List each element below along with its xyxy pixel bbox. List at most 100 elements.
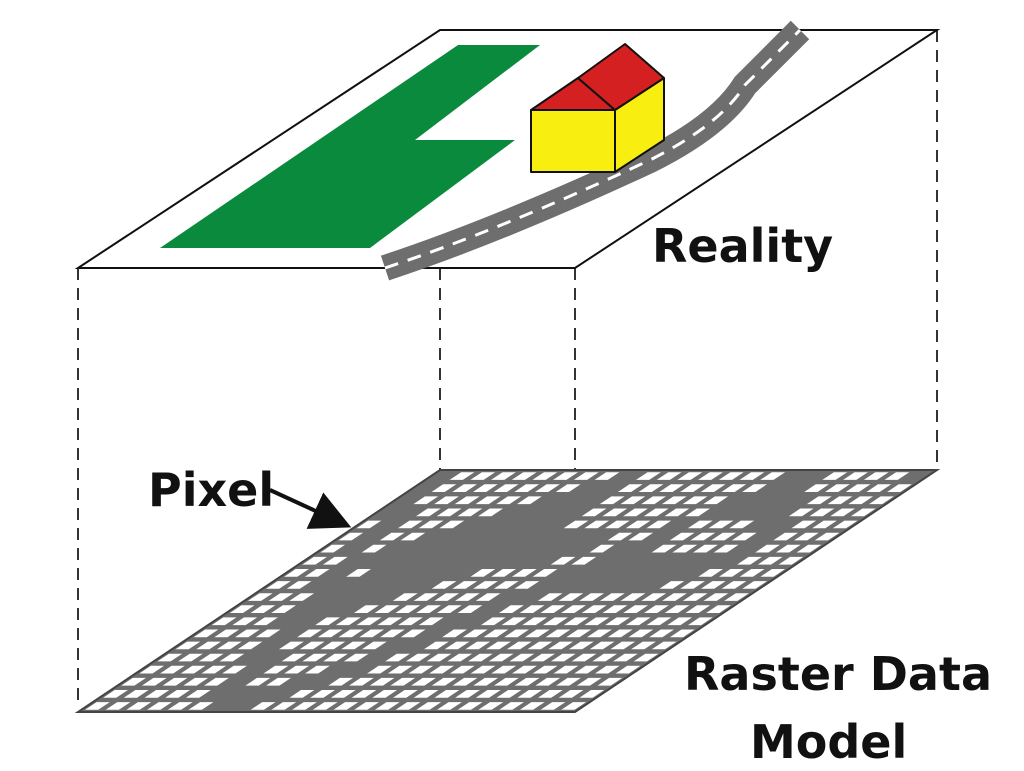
raster-pixel-cell (434, 496, 459, 505)
raster-pixel-cell (594, 472, 620, 480)
raster-pixel-cell (493, 581, 519, 589)
raster-pixel-cell (183, 677, 209, 686)
raster-pixel-cell (584, 520, 610, 529)
raster-pixel-cell (669, 532, 695, 541)
raster-pixel-cell (361, 641, 387, 650)
road-shape (380, 20, 810, 281)
raster-pixel-cell (214, 629, 240, 638)
raster-pixel-cell (519, 605, 545, 613)
raster-pixel-cell (661, 496, 687, 505)
raster-pixel-cell (651, 544, 677, 553)
raster-pixel-cell (796, 544, 822, 553)
raster-pixel-cell (305, 665, 330, 674)
raster-pixel-cell (672, 544, 698, 553)
raster-pixel-cell (418, 520, 444, 529)
raster-pixel-cell (514, 677, 540, 686)
raster-pixel-cell (579, 593, 605, 601)
raster-pixel-cell (338, 629, 364, 638)
raster-pixel-cell (198, 653, 224, 662)
raster-pixel-cell (516, 496, 542, 505)
raster-pixel-cell (335, 617, 361, 626)
raster-pixel-cell (659, 581, 685, 589)
raster-pixel-cell (617, 484, 643, 492)
raster-pixel-cell (229, 605, 255, 613)
raster-pixel-cell (478, 508, 503, 517)
raster-pixel-cell (379, 532, 405, 541)
raster-pixel-cell (620, 496, 646, 505)
raster-pixel-cell (561, 605, 586, 613)
raster-pixel-cell (625, 617, 651, 626)
raster-pixel-cell (643, 508, 669, 517)
raster-pixel-cell (804, 484, 830, 492)
pixel-label: Pixel (148, 463, 274, 517)
raster-pixel-cell (165, 690, 190, 698)
raster-pixel-cell (449, 665, 475, 674)
raster-pixel-cell (465, 641, 491, 650)
raster-pixel-cell (216, 641, 242, 650)
raster-pixel-cell (103, 690, 128, 698)
raster-pixel-cell (85, 702, 110, 710)
raster-pixel-cell (341, 641, 366, 650)
raster-pixel-cell (343, 653, 369, 662)
raster-pixel-cell (157, 653, 183, 662)
raster-pixel-cell (444, 641, 470, 650)
raster-pixel-cell (581, 508, 607, 517)
raster-pixel-cell (424, 641, 449, 650)
raster-pixel-cell (615, 665, 641, 674)
raster-pixel-cell (537, 593, 563, 601)
raster-pixel-cell (651, 641, 677, 650)
raster-pixel-cell (605, 617, 630, 626)
raster-pixel-cell (323, 653, 348, 662)
raster-pixel-cell (416, 702, 442, 710)
raster-pixel-cell (809, 508, 835, 517)
raster-pixel-cell (462, 629, 488, 638)
raster-pixel-cell (703, 593, 729, 601)
raster-pixel-cell (349, 677, 374, 686)
raster-pixel-cell (597, 677, 623, 686)
raster-pixel-cell (392, 593, 418, 601)
raster-pixel-cell (470, 569, 496, 577)
raster-pixel-cell (563, 520, 589, 529)
raster-pixel-cell (532, 665, 558, 674)
raster-pixel-cell (573, 472, 599, 480)
house-shape (530, 43, 665, 173)
raster-pixel-cell (449, 472, 475, 480)
raster-pixel-cell (869, 496, 894, 505)
raster-pixel-cell (455, 593, 480, 601)
raster-pixel-cell (571, 556, 597, 565)
raster-pixel-cell (162, 677, 188, 686)
raster-pixel-cell (237, 641, 263, 650)
raster-pixel-cell (610, 641, 636, 650)
raster-pixel-cell (268, 593, 294, 601)
raster-pixel-cell (147, 702, 172, 710)
raster-pixel-cell (185, 690, 211, 698)
raster-pixel-cell (605, 520, 630, 529)
raster-pixel-cell (517, 690, 543, 698)
raster-pixel-cell (742, 581, 768, 589)
raster-pixel-cell (700, 484, 726, 492)
raster-pixel-cell (473, 677, 499, 686)
raster-pixel-cell (437, 702, 462, 710)
raster-pixel-cell (475, 496, 501, 505)
raster-pixel-cell (830, 508, 855, 517)
raster-pixel-cell (393, 690, 418, 698)
raster-grid-plane (74, 469, 941, 713)
raster-pixel-cell (688, 617, 713, 626)
raster-pixel-cell (416, 605, 441, 613)
raster-pixel-cell (452, 677, 478, 686)
raster-pixel-cell (687, 520, 713, 529)
raster-pixel-cell (646, 617, 672, 626)
raster-pixel-cell (398, 617, 423, 626)
raster-pixel-cell (452, 484, 477, 492)
raster-pixel-cell (550, 653, 576, 662)
raster-pixel-cell (436, 508, 462, 517)
raster-pixel-cell (633, 653, 659, 662)
raster-pixel-cell (540, 605, 566, 613)
raster-pixel-cell (599, 496, 625, 505)
raster-pixel-cell (418, 617, 444, 626)
raster-pixel-cell (602, 605, 628, 613)
raster-pixel-cell (222, 665, 247, 674)
raster-pixel-cell (561, 702, 587, 710)
raster-pixel-cell (685, 508, 710, 517)
